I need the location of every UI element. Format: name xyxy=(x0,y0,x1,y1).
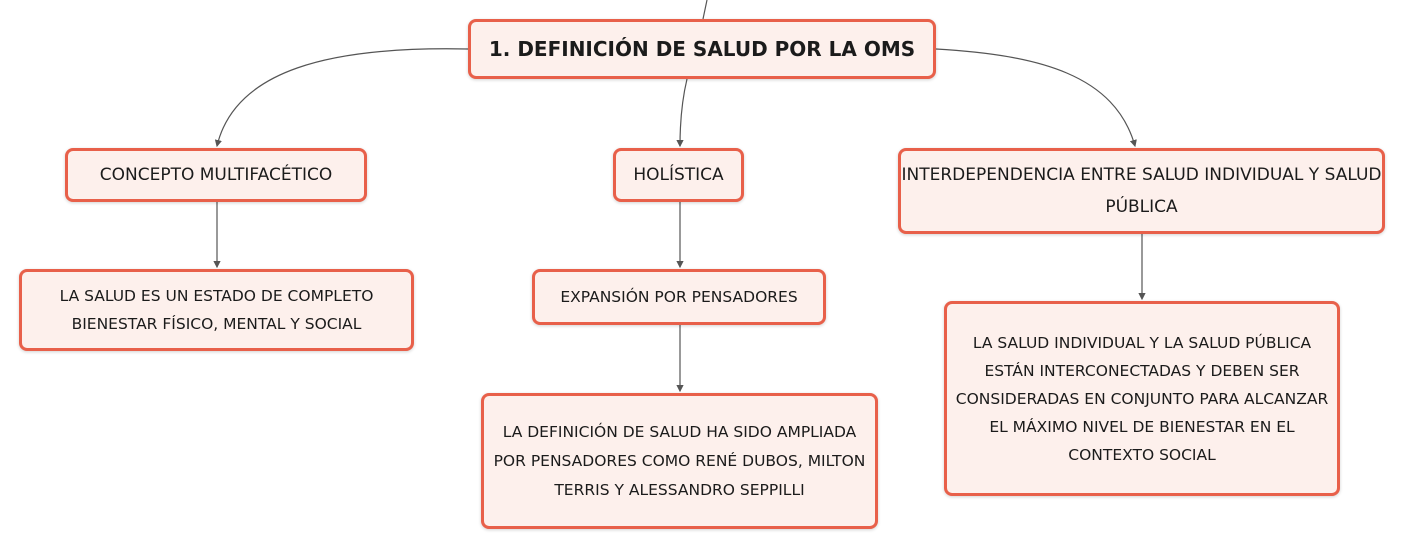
connector-parent-to-root xyxy=(702,0,708,20)
node-salud-individual-publica-label: LA SALUD INDIVIDUAL Y LA SALUD PÚBLICA E… xyxy=(955,333,1329,464)
node-estado-completo-bienestar[interactable]: LA SALUD ES UN ESTADO DE COMPLETO BIENES… xyxy=(19,269,414,351)
node-definicion-ampliada-label: LA DEFINICIÓN DE SALUD HA SIDO AMPLIADA … xyxy=(493,422,866,499)
node-estado-completo-bienestar-label: LA SALUD ES UN ESTADO DE COMPLETO BIENES… xyxy=(59,287,374,333)
connector-root-to-interdependencia xyxy=(935,48,1137,148)
node-expansion-por-pensadores[interactable]: EXPANSIÓN POR PENSADORES xyxy=(532,269,826,325)
node-interdependencia[interactable]: INTERDEPENDENCIA ENTRE SALUD INDIVIDUAL … xyxy=(898,148,1385,234)
node-expansion-por-pensadores-label: EXPANSIÓN POR PENSADORES xyxy=(560,288,798,306)
root-node-label: 1. DEFINICIÓN DE SALUD POR LA OMS xyxy=(488,37,916,61)
node-concepto-multifacetico[interactable]: CONCEPTO MULTIFACÉTICO xyxy=(65,148,367,202)
node-holistica[interactable]: HOLÍSTICA xyxy=(613,148,744,202)
node-holistica-label: HOLÍSTICA xyxy=(633,165,724,185)
node-concepto-multifacetico-label: CONCEPTO MULTIFACÉTICO xyxy=(99,165,333,185)
connector-root-to-multifacetico xyxy=(214,48,469,148)
node-definicion-ampliada[interactable]: LA DEFINICIÓN DE SALUD HA SIDO AMPLIADA … xyxy=(481,393,878,529)
root-node[interactable]: 1. DEFINICIÓN DE SALUD POR LA OMS xyxy=(468,19,936,79)
node-salud-individual-publica[interactable]: LA SALUD INDIVIDUAL Y LA SALUD PÚBLICA E… xyxy=(944,301,1340,496)
connector-root-to-holistica xyxy=(676,78,688,148)
node-interdependencia-label: INTERDEPENDENCIA ENTRE SALUD INDIVIDUAL … xyxy=(901,165,1382,217)
